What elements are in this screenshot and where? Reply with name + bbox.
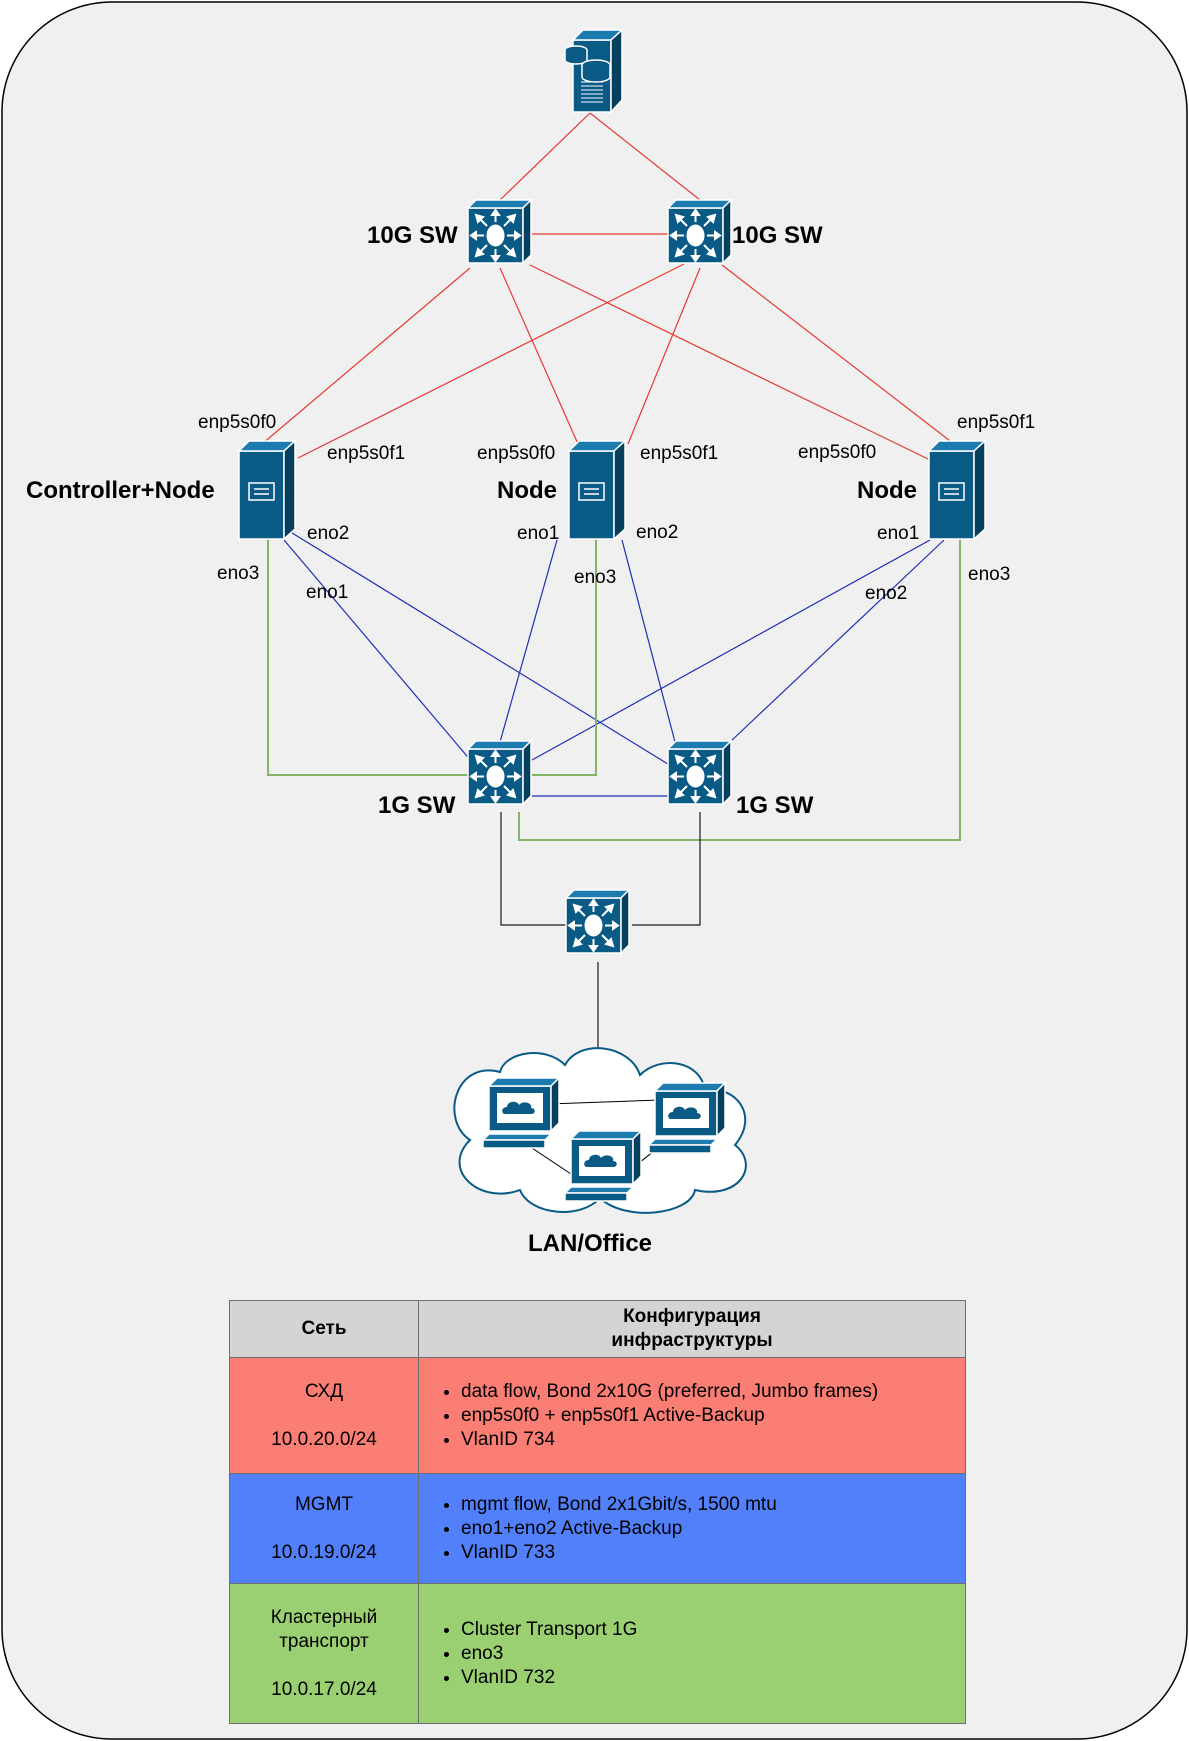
link-node1-msw2: [283, 527, 677, 770]
switch-1g-left-icon: [467, 740, 532, 805]
port-n2-eno2: eno2: [636, 522, 678, 543]
header-network: Сеть: [229, 1300, 419, 1358]
link-sw2-node2: [627, 267, 701, 445]
lan-pc-center-icon: [564, 1130, 642, 1202]
row-cluster-network: Кластерный транспорт 10.0.17.0/24: [229, 1583, 419, 1724]
port-n3-eno1: eno1: [877, 523, 919, 544]
cluster-links: [267, 540, 961, 841]
row-mgmt-config: mgmt flow, Bond 2x1Gbit/s, 1500 mtu eno1…: [418, 1473, 966, 1584]
link-node3-msw2: [729, 539, 945, 743]
row-mgmt-name: MGMT: [294, 1493, 354, 1515]
link-sw1-node2: [499, 267, 579, 445]
port-n2-f0: enp5s0f0: [477, 443, 555, 464]
list-item: data flow, Bond 2x10G (preferred, Jumbo …: [461, 1380, 964, 1404]
port-n1-eno2: eno2: [307, 523, 349, 544]
port-n2-f1: enp5s0f1: [640, 443, 718, 464]
link-node3-msw1: [531, 539, 931, 761]
port-n1-f1: enp5s0f1: [327, 443, 405, 464]
link-node2-msw1: [499, 539, 558, 743]
link-sw2-node3: [721, 264, 955, 445]
row-storage-name: СХД: [304, 1380, 344, 1402]
switch-core-icon: [565, 889, 630, 954]
link-storage-sw2: [589, 112, 701, 201]
link-node2-msw2: [621, 539, 676, 743]
server-node1-icon: [238, 440, 296, 540]
link-sw2-node1: [297, 263, 685, 459]
port-n1-eno1: eno1: [306, 582, 348, 603]
row-cluster-name-line1: Кластерный: [270, 1606, 378, 1628]
mgmt-links: [283, 527, 945, 797]
storage-links: [261, 112, 955, 461]
link-node1-cluster: [267, 540, 470, 776]
storage-server-icon: [564, 28, 624, 114]
table-row-mgmt: MGMT 10.0.19.0/24 mgmt flow, Bond 2x1Gbi…: [229, 1473, 966, 1584]
row-storage-config: data flow, Bond 2x10G (preferred, Jumbo …: [418, 1357, 966, 1474]
link-sw1-node1: [261, 267, 471, 445]
list-item: eno3: [461, 1642, 964, 1666]
list-item: eno1+eno2 Active-Backup: [461, 1517, 964, 1541]
list-item: VlanID 733: [461, 1541, 964, 1565]
row-storage-network: СХД 10.0.20.0/24: [229, 1357, 419, 1474]
label-10g-sw-left: 10G SW: [367, 222, 458, 249]
row-cluster-subnet: 10.0.17.0/24: [271, 1678, 377, 1700]
header-config-line2: инфраструктуры: [611, 1330, 773, 1351]
port-n2-eno1: eno1: [517, 523, 559, 544]
switch-10g-right-icon: [667, 199, 732, 264]
table-header-row: Сеть Конфигурация инфраструктуры: [229, 1300, 966, 1358]
header-config-line1: Конфигурация: [623, 1306, 761, 1327]
port-n3-f1: enp5s0f1: [957, 412, 1035, 433]
link-node2-cluster: [532, 540, 597, 776]
port-n3-f0: enp5s0f0: [798, 442, 876, 463]
row-cluster-name-line2: транспорт: [279, 1630, 369, 1652]
label-1g-sw-right: 1G SW: [736, 792, 814, 819]
list-item: mgmt flow, Bond 2x1Gbit/s, 1500 mtu: [461, 1493, 964, 1517]
link-storage-sw1: [499, 112, 591, 201]
network-config-table: Сеть Конфигурация инфраструктуры СХД 10.…: [229, 1300, 966, 1724]
label-node1: Controller+Node: [26, 477, 215, 504]
label-10g-sw-right: 10G SW: [732, 222, 823, 249]
header-config: Конфигурация инфраструктуры: [418, 1300, 966, 1358]
list-item: VlanID 732: [461, 1666, 964, 1690]
row-mgmt-subnet: 10.0.19.0/24: [271, 1541, 377, 1563]
server-node2-icon: [568, 440, 626, 540]
label-1g-sw-left: 1G SW: [378, 792, 456, 819]
port-n3-eno2: eno2: [865, 583, 907, 604]
list-item: Cluster Transport 1G: [461, 1618, 964, 1642]
server-node3-icon: [928, 440, 986, 540]
port-n2-eno3: eno3: [574, 567, 616, 588]
link-msw2-core: [632, 812, 701, 926]
row-storage-subnet: 10.0.20.0/24: [271, 1428, 377, 1450]
label-lan: LAN/Office: [528, 1230, 652, 1257]
port-n3-eno3: eno3: [968, 564, 1010, 585]
switch-1g-right-icon: [667, 740, 732, 805]
label-node2: Node: [497, 477, 557, 504]
row-cluster-config: Cluster Transport 1G eno3 VlanID 732: [418, 1583, 966, 1724]
lan-pc-left-icon: [482, 1077, 560, 1149]
port-n1-eno3: eno3: [217, 563, 259, 584]
row-mgmt-network: MGMT 10.0.19.0/24: [229, 1473, 419, 1584]
lan-pc-right-icon: [648, 1082, 726, 1154]
uplinks: [500, 812, 701, 1048]
label-node3: Node: [857, 477, 917, 504]
list-item: enp5s0f0 + enp5s0f1 Active-Backup: [461, 1404, 964, 1428]
port-n1-f0: enp5s0f0: [198, 412, 276, 433]
table-row-storage: СХД 10.0.20.0/24 data flow, Bond 2x10G (…: [229, 1357, 966, 1474]
list-item: VlanID 734: [461, 1428, 964, 1452]
link-node3-cluster: [518, 540, 961, 841]
link-sw1-node3: [529, 264, 931, 461]
link-msw1-core: [500, 812, 568, 926]
table-row-cluster: Кластерный транспорт 10.0.17.0/24 Cluste…: [229, 1583, 966, 1724]
link-node1-msw1: [283, 539, 473, 763]
switch-10g-left-icon: [467, 199, 532, 264]
